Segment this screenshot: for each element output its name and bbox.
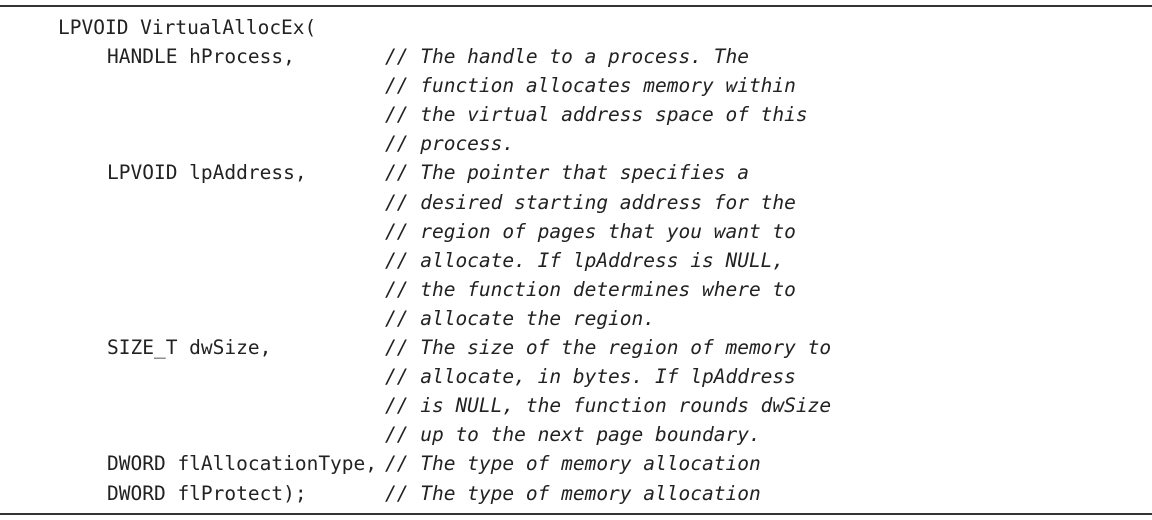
- code-line: HANDLE hProcess, // The handle to a proce…: [0, 42, 1152, 71]
- code-line: DWORD flProtect); // The type of memory a…: [0, 479, 1152, 508]
- code-line: // the virtual address space of this: [0, 100, 1152, 129]
- code-comment: // allocate, in bytes. If lpAddress: [385, 365, 796, 389]
- code-line: SIZE_T dwSize, // The size of the region …: [0, 333, 1152, 362]
- code-line: // allocate, in bytes. If lpAddress: [0, 362, 1152, 391]
- code-line: // function allocates memory within: [0, 71, 1152, 100]
- code-comment: // allocate the region.: [385, 306, 656, 330]
- code-comment: // process.: [385, 132, 515, 156]
- code-comment: // is NULL, the function rounds dwSize: [385, 394, 832, 418]
- code-comment: // The pointer that specifies a: [385, 161, 749, 185]
- code-listing: LPVOID VirtualAllocEx( HANDLE hProcess, //…: [0, 13, 1152, 508]
- code-line: // allocate the region.: [0, 304, 1152, 333]
- code-line: LPVOID lpAddress, // The pointer that spe…: [0, 158, 1152, 187]
- code-comment: // The size of the region of memory to: [385, 336, 832, 360]
- code-line: // desired starting address for the: [0, 188, 1152, 217]
- code-text: DWORD flProtect);: [107, 481, 307, 505]
- code-line: // process.: [0, 129, 1152, 158]
- code-line: // region of pages that you want to: [0, 217, 1152, 246]
- code-comment: // The type of memory allocation: [385, 452, 761, 476]
- code-comment: // allocate. If lpAddress is NULL,: [385, 248, 785, 272]
- code-comment: // the function determines where to: [385, 277, 796, 301]
- code-comment: // function allocates memory within: [385, 74, 796, 98]
- code-comment: // region of pages that you want to: [385, 219, 796, 243]
- code-comment: // desired starting address for the: [385, 190, 796, 214]
- code-line: // is NULL, the function rounds dwSize: [0, 391, 1152, 420]
- code-comment: // up to the next page boundary.: [385, 423, 761, 447]
- code-text: LPVOID VirtualAllocEx(: [58, 16, 317, 39]
- code-line: // the function determines where to: [0, 275, 1152, 304]
- code-line: // up to the next page boundary.: [0, 420, 1152, 449]
- code-line: DWORD flAllocationType, // The type of me…: [0, 449, 1152, 478]
- code-comment: // The type of memory allocation: [385, 481, 761, 505]
- code-text: LPVOID lpAddress,: [107, 161, 307, 185]
- bottom-rule: [0, 513, 1152, 515]
- code-text: HANDLE hProcess,: [107, 45, 295, 69]
- top-rule: [0, 5, 1152, 7]
- code-line: LPVOID VirtualAllocEx(: [0, 13, 1152, 42]
- code-text: DWORD flAllocationType,: [107, 452, 378, 476]
- code-comment: // the virtual address space of this: [385, 103, 808, 127]
- code-text: SIZE_T dwSize,: [107, 336, 272, 360]
- code-comment: // The handle to a process. The: [385, 45, 749, 69]
- code-line: // allocate. If lpAddress is NULL,: [0, 246, 1152, 275]
